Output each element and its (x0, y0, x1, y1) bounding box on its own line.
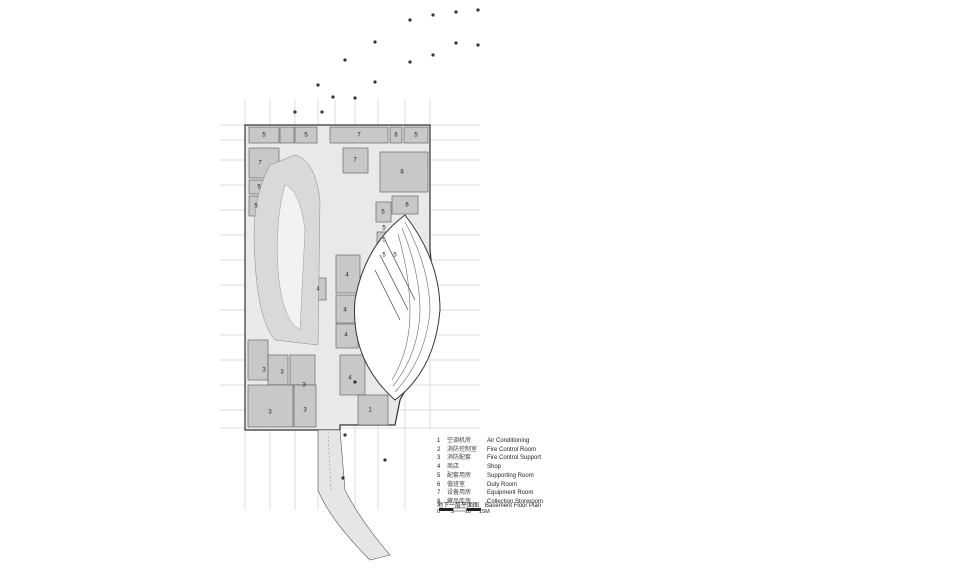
atrium-stripe-2 (392, 227, 421, 387)
room-label: 4 (344, 333, 348, 339)
room-label: 4 (343, 308, 347, 314)
leaf-atrium (354, 214, 441, 401)
legend-cn: 设备用房 (447, 490, 472, 497)
legend-item: 3 消防配套 Fire Control Support (437, 454, 567, 463)
room-label: 3 (280, 370, 284, 376)
room-label: 5 (393, 253, 397, 259)
atrium-stairs (374, 239, 416, 321)
legend-cn: 消防控制室 (447, 446, 478, 453)
legend-number: 8 (437, 498, 441, 505)
legend-en: Collection Storeroom (487, 498, 544, 505)
scale-tick-label: 0 (437, 509, 441, 515)
ramp-inner (277, 184, 306, 331)
legend-item: 4 商店 Shop (437, 463, 567, 472)
legend-number: 1 (437, 438, 441, 444)
room-label: 5 (381, 210, 385, 216)
legend-item: 5 配套用房 Supporting Room (437, 472, 567, 481)
room-label: 7 (258, 161, 262, 167)
legend-item: 2 消防控制室 Fire Control Room (437, 446, 567, 455)
room-label: 7 (357, 133, 361, 139)
scale-tick-label: 10 (465, 509, 472, 515)
room-label: 5 (262, 133, 266, 139)
legend-number: 5 (437, 472, 441, 479)
room-label: 5 (254, 204, 258, 210)
room-label: 6 (405, 203, 409, 209)
room-label: 4 (316, 287, 320, 293)
scale-tick-label: 5 (451, 509, 455, 515)
atrium-stripe-3 (391, 233, 411, 381)
legend-number: 2 (437, 446, 441, 453)
legend-cn: 空调机房 (447, 438, 472, 444)
room-label: 5 (257, 185, 261, 191)
room-label: 5 (414, 133, 418, 139)
legend-item: 7 设备用房 Equipment Room (437, 489, 567, 498)
rooms (247, 126, 429, 428)
entrance-ramp (317, 429, 391, 561)
room-legend: 1 空调机房 Air Conditioning 2 消防控制室 Fire Control… (437, 437, 567, 507)
legend-en: Supporting Room (487, 472, 534, 479)
room-labels: 5 5 7 6 5 7 7 5 5 8 6 5 5 5 5 5 4 4 4 4 … (254, 133, 418, 416)
room-label: 3 (302, 383, 306, 389)
room-label: 3 (262, 368, 266, 374)
room-label: 8 (400, 170, 404, 176)
legend-cn: 消防配套 (447, 455, 472, 462)
room-label: 5 (382, 253, 386, 259)
legend-en: Fire Control Support (487, 455, 542, 462)
room-label: 5 (382, 238, 386, 244)
atrium-stripe-1 (394, 221, 431, 393)
legend-en: Shop (487, 464, 502, 471)
legend-cn: 值班室 (447, 481, 466, 488)
legend-number: 7 (437, 490, 441, 497)
room-label: 4 (345, 273, 349, 279)
legend-cn: 配套用房 (447, 472, 472, 479)
legend-en: Equipment Room (487, 490, 534, 497)
room-label: 1 (368, 408, 372, 414)
legend-item: 8 藏品库房 Collection Storeroom (437, 498, 567, 507)
legend-item: 1 空调机房 Air Conditioning (437, 437, 567, 446)
tree-markers (293, 8, 480, 480)
room-label: 6 (394, 133, 398, 139)
legend-en: Fire Control Room (487, 446, 537, 453)
room-label: 3 (268, 410, 272, 416)
plan-title-en: Basement Floor Plan (485, 503, 542, 509)
room-label: 5 (382, 226, 386, 232)
plan-title: 地下一层平面图 Basement Floor Plan (437, 500, 547, 509)
legend-en: Duty Room (487, 481, 518, 488)
legend-item: 6 值班室 Duty Room (437, 481, 567, 490)
scale-bar (439, 507, 481, 512)
room-label: 5 (304, 133, 308, 139)
room-label: 4 (348, 376, 352, 382)
plan-title-cn: 地下一层平面图 (437, 503, 480, 509)
legend-number: 4 (437, 464, 441, 471)
legend-cn: 藏品库房 (447, 498, 472, 505)
legend-en: Air Conditioning (487, 438, 530, 444)
legend-cn: 商店 (447, 464, 460, 471)
legend-number: 3 (437, 455, 441, 462)
legend-number: 6 (437, 481, 441, 488)
room-label: 3 (303, 408, 307, 414)
room-label: 7 (353, 158, 357, 164)
scale-tick-label: 15M (479, 509, 490, 515)
